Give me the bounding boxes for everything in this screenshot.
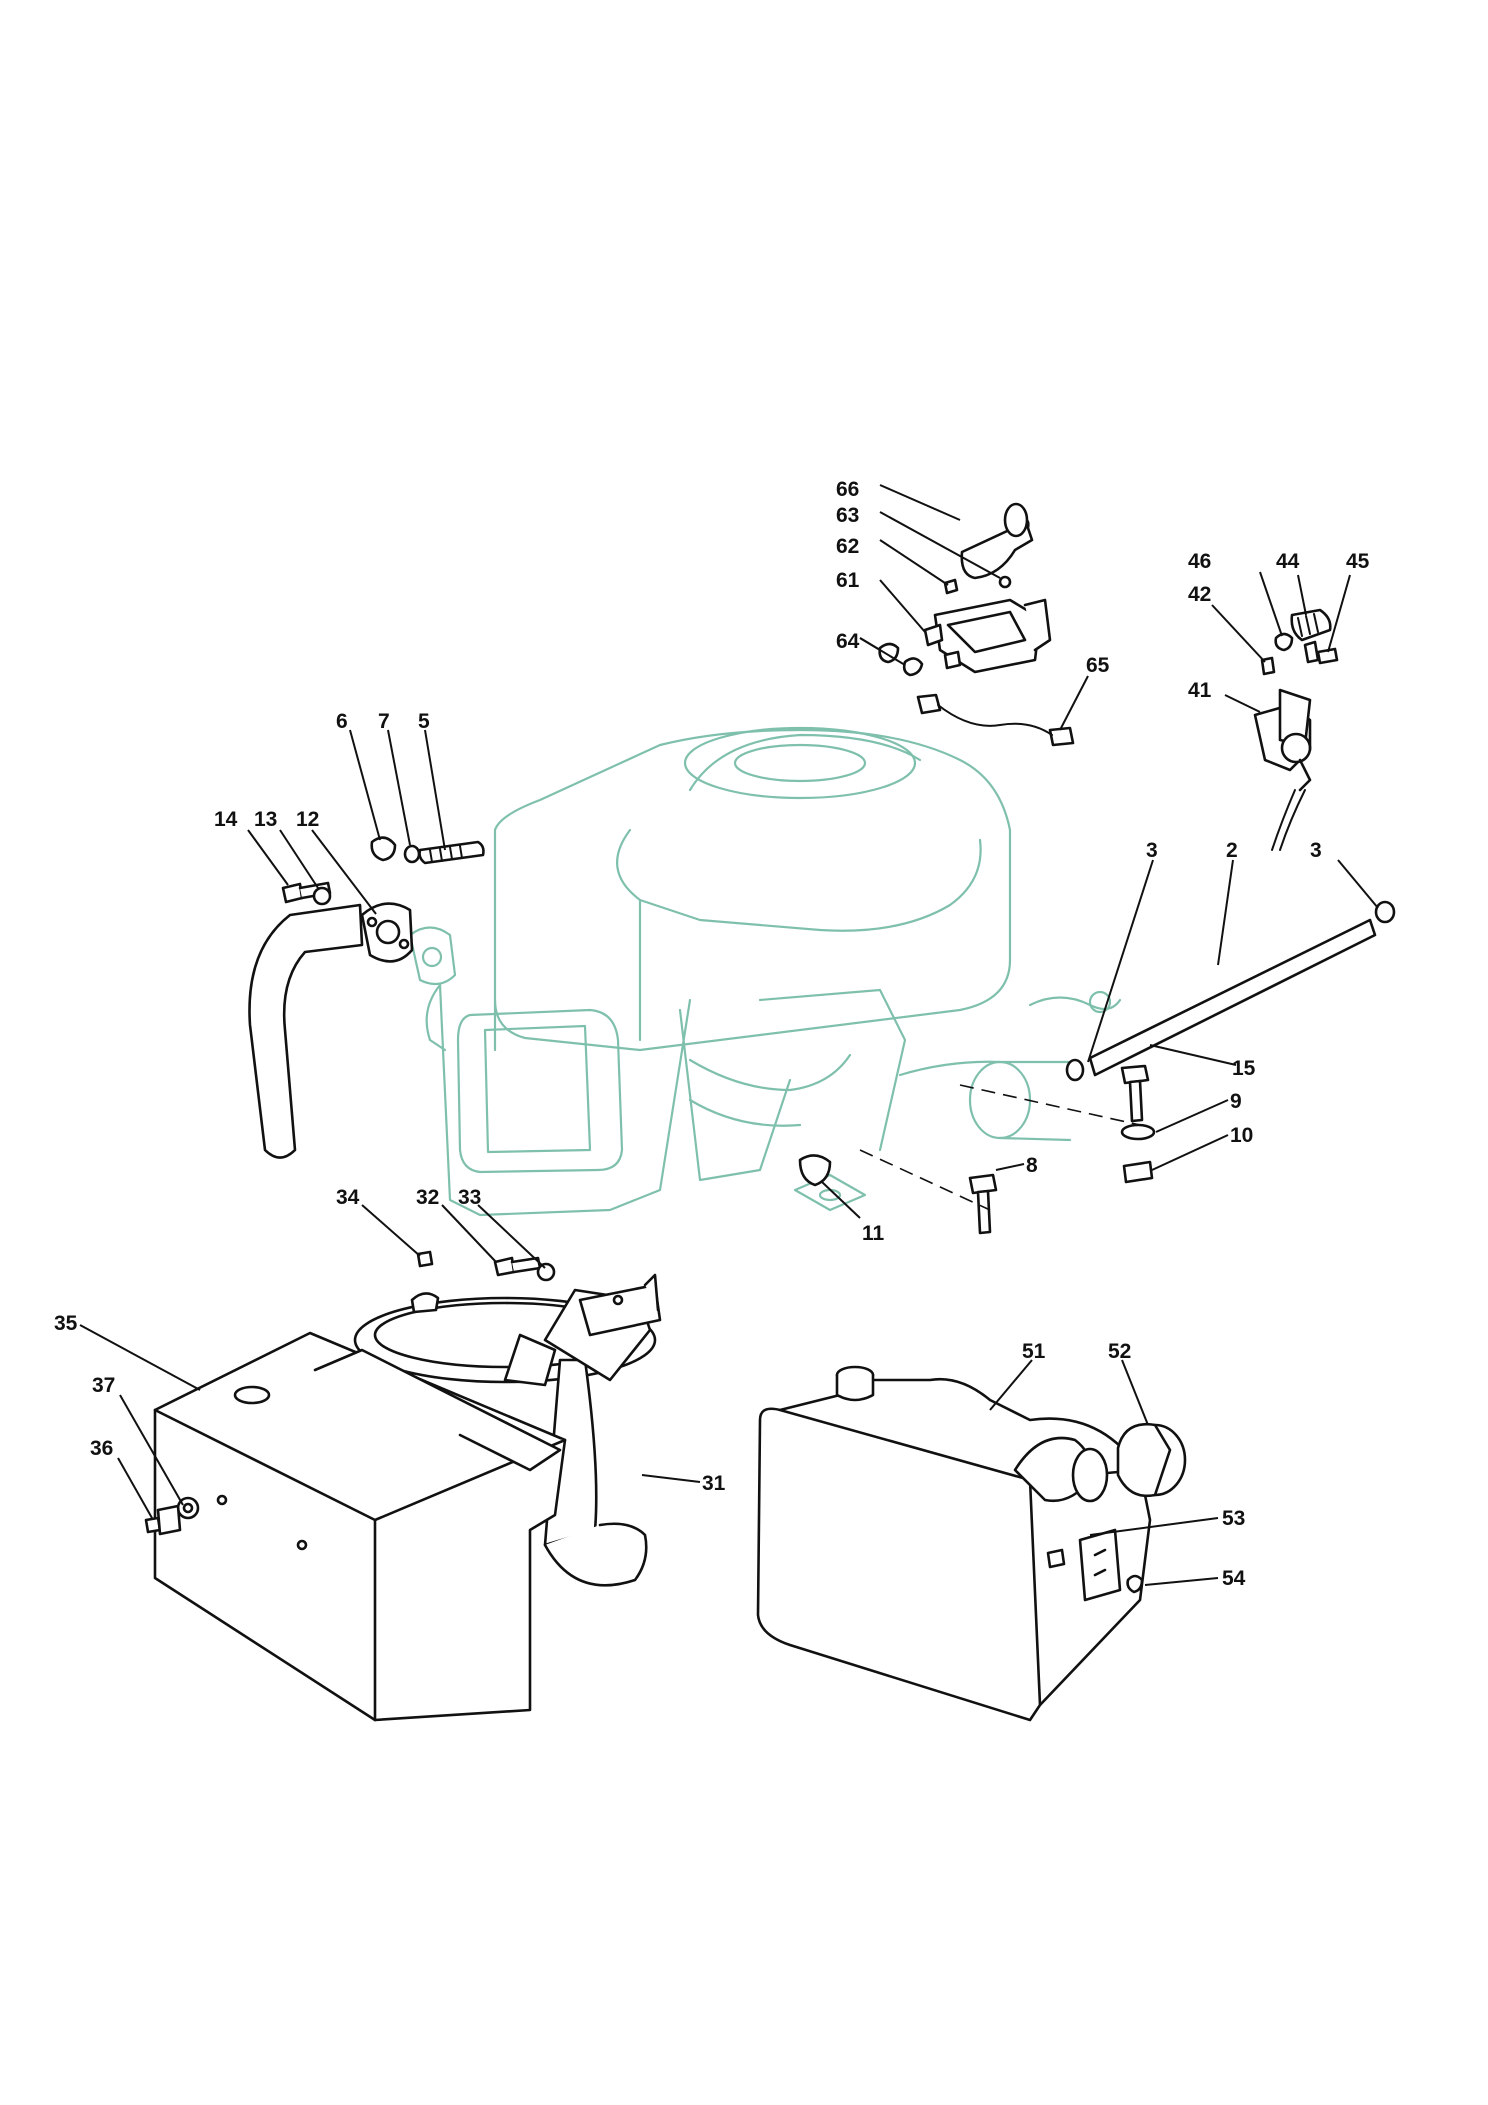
callout-45: 45 bbox=[1346, 550, 1370, 573]
callout-31: 31 bbox=[702, 1472, 726, 1495]
tank-cover-box bbox=[144, 1331, 567, 1722]
callout-64: 64 bbox=[836, 630, 860, 653]
tank-holder bbox=[353, 1250, 662, 1587]
callout-66: 66 bbox=[836, 478, 859, 501]
callout-42: 42 bbox=[1188, 583, 1211, 606]
callout-3-left: 3 bbox=[1146, 839, 1158, 862]
callout-46: 46 bbox=[1188, 550, 1211, 573]
callout-53: 53 bbox=[1222, 1507, 1245, 1530]
exhaust-pipe bbox=[248, 881, 414, 1159]
callout-52: 52 bbox=[1108, 1340, 1131, 1363]
callout-61: 61 bbox=[836, 569, 860, 592]
callout-44: 44 bbox=[1276, 550, 1300, 573]
throttle-control bbox=[1253, 608, 1339, 851]
callout-37: 37 bbox=[92, 1374, 115, 1397]
callout-2: 2 bbox=[1226, 839, 1238, 862]
leader-lines bbox=[79, 484, 1379, 1586]
callout-5: 5 bbox=[418, 710, 430, 733]
callout-63: 63 bbox=[836, 504, 859, 527]
solenoid-assembly bbox=[878, 502, 1052, 677]
callout-13: 13 bbox=[254, 808, 277, 831]
callout-35: 35 bbox=[54, 1312, 78, 1335]
callout-32: 32 bbox=[416, 1186, 439, 1209]
mounting-hardware bbox=[798, 1064, 1156, 1235]
callout-36: 36 bbox=[90, 1437, 113, 1460]
callout-14: 14 bbox=[214, 808, 238, 831]
callout-34: 34 bbox=[336, 1186, 360, 1209]
callout-41: 41 bbox=[1188, 679, 1212, 702]
callout-8: 8 bbox=[1026, 1154, 1038, 1177]
callout-51: 51 bbox=[1022, 1340, 1046, 1363]
engine-outline bbox=[408, 726, 1122, 1217]
callout-54: 54 bbox=[1222, 1567, 1246, 1590]
callout-6: 6 bbox=[336, 710, 348, 733]
callout-62: 62 bbox=[836, 535, 859, 558]
fuel-line bbox=[1065, 900, 1396, 1082]
callout-9: 9 bbox=[1230, 1090, 1242, 1113]
callouts: 66 63 62 61 64 65 46 44 45 42 41 6 7 5 1… bbox=[54, 478, 1370, 1590]
callout-7: 7 bbox=[378, 710, 390, 733]
wire-harness bbox=[916, 693, 1075, 747]
callout-15: 15 bbox=[1232, 1057, 1256, 1080]
callout-33: 33 bbox=[458, 1186, 481, 1209]
callout-3-right: 3 bbox=[1310, 839, 1322, 862]
fuel-tank bbox=[756, 1365, 1187, 1722]
stud-bolt bbox=[370, 836, 485, 865]
callout-10: 10 bbox=[1230, 1124, 1253, 1147]
callout-11: 11 bbox=[862, 1222, 885, 1245]
callout-12: 12 bbox=[296, 808, 319, 831]
callout-65: 65 bbox=[1086, 654, 1110, 677]
